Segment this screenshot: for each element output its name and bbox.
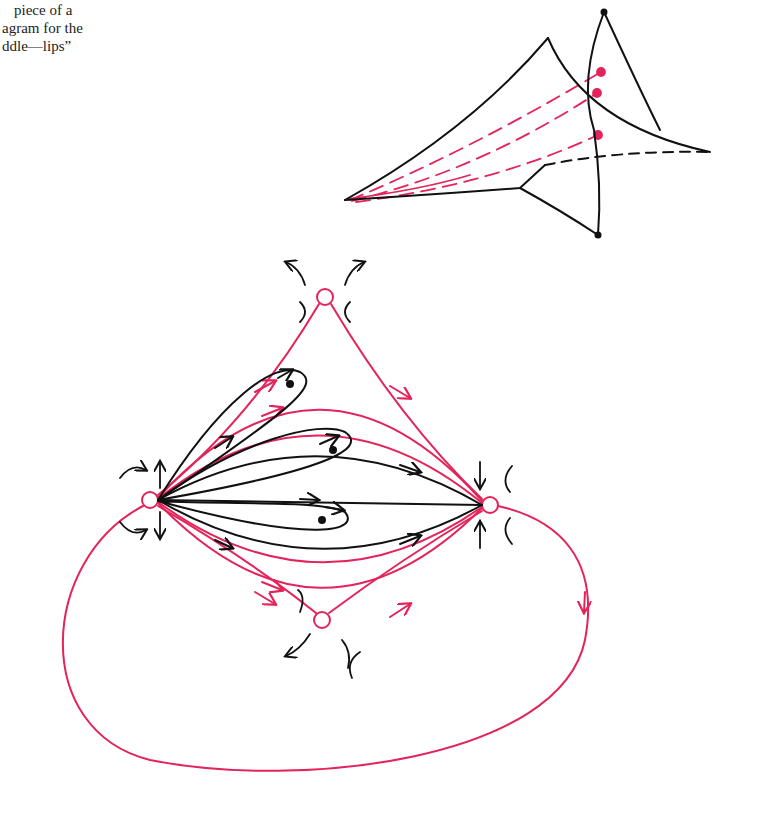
sketch-stroke [584,592,585,612]
point-mark [596,233,601,238]
caption-fragment: agram for the [2,20,83,37]
sketch-stroke [215,540,232,548]
sketch-stroke [300,302,305,322]
sketch-stroke [158,429,351,500]
point-mark [482,497,498,513]
sketch-stroke [390,386,410,398]
black-surface-edges [345,10,710,238]
point-mark [287,381,293,387]
sketch-stroke [300,499,318,500]
point-mark [142,492,158,508]
point-mark [317,289,333,305]
sketch-stroke [278,370,292,378]
sketch-stroke [588,12,604,235]
phase-portrait [63,262,588,771]
sketch-stroke [255,592,275,604]
point-mark [330,447,336,453]
sketch-stroke [320,436,338,444]
red-separatrices [63,289,588,771]
sketch-stroke [329,511,482,613]
point-mark [602,10,607,15]
sketch-stroke [345,302,350,322]
local-flow-marks [120,262,512,678]
point-mark [319,517,325,523]
black-orbits [158,370,482,549]
sketch-stroke [325,507,343,510]
sketch-stroke [479,462,481,488]
sketch-stroke [159,512,161,538]
sketch-stroke [400,536,420,544]
sketch-stroke [286,262,305,285]
sketch-stroke [342,640,349,668]
sketch-stroke [298,590,303,612]
sketch-stroke [345,262,364,285]
sketch-stroke [345,165,545,200]
sketch-stroke [479,522,481,548]
point-mark [597,68,605,76]
sketch-stroke [350,652,360,678]
sketch-stroke [286,634,310,656]
sketch-stroke [548,38,710,152]
sketch-stroke [158,501,348,530]
sketch-stroke [262,582,282,590]
sketch-stroke [520,188,598,235]
sketch-stroke [63,506,588,771]
sketch-stroke [505,518,512,544]
sketch-stroke [158,502,482,562]
sketch-stroke [345,38,548,200]
sketch-stroke [352,93,597,201]
sketch-stroke [505,466,512,492]
sketch-stroke [390,604,410,617]
caption-fragment: piece of a [14,2,72,19]
sketch-stroke [350,72,601,200]
sketch-stroke [158,500,482,549]
sketch-stroke [120,467,146,478]
caption-fragment: ddle—lips” [2,38,71,55]
red-section-lines [348,68,605,202]
point-mark [593,89,601,97]
point-mark [314,612,330,628]
sketch-stroke [545,152,710,165]
sketch-stroke [120,522,146,533]
sketch-stroke [400,465,420,472]
sketch-stroke [215,437,232,448]
sketch-stroke [158,503,482,588]
sketch-stroke [159,462,161,488]
surface-sketch [345,10,710,238]
sketch-stroke [604,12,660,130]
